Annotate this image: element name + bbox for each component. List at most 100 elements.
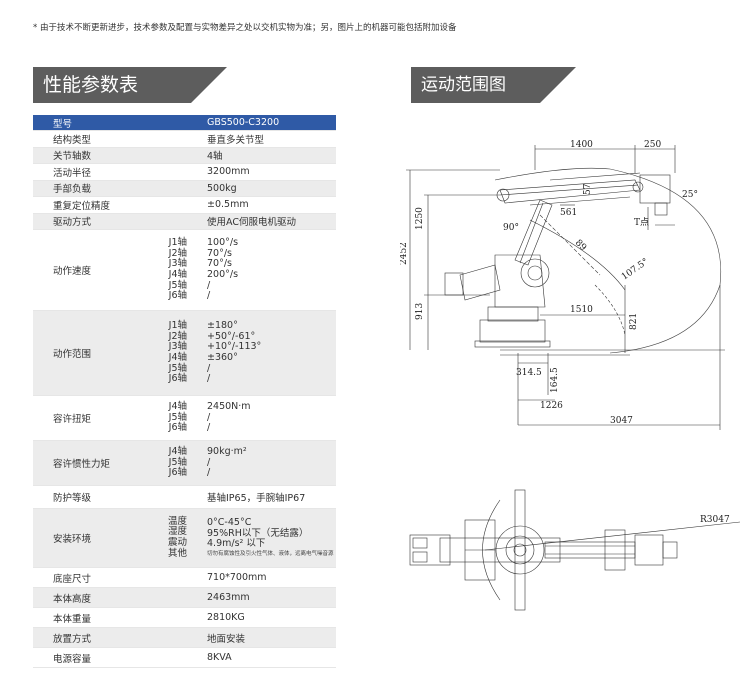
- axis-value: ±360°: [207, 352, 238, 363]
- dim-89: 89: [573, 238, 588, 253]
- spec-label: 安装环境: [33, 508, 127, 568]
- spec-label: 底座尺寸: [53, 573, 92, 585]
- table-row: 重复定位精度 ±0.5mm: [33, 197, 336, 213]
- spec-value: 垂直多关节型: [207, 134, 265, 146]
- env-key: 温度: [167, 515, 187, 527]
- spec-value: 500kg: [207, 180, 336, 197]
- table-row: 关节轴数 4轴: [33, 147, 336, 164]
- axis-value: /: [207, 422, 211, 434]
- spec-label: 型号: [33, 115, 207, 131]
- axis-label: J2轴: [168, 247, 187, 259]
- spec-value: ±0.5mm: [207, 199, 249, 211]
- dim-25deg: 25°: [682, 190, 698, 200]
- dim-1250: 1250: [415, 207, 425, 230]
- axis-value: /: [207, 411, 211, 423]
- table-row: 容许惯性力矩 J4轴 J5轴 J6轴 90kg·m² / /: [33, 440, 336, 486]
- dim-3047: 3047: [610, 416, 633, 426]
- spec-label: 重复定位精度: [53, 200, 111, 212]
- axis-value: 200°/s: [207, 269, 239, 280]
- spec-label: 容许惯性力矩: [33, 440, 127, 486]
- spec-value: 2463mm: [207, 587, 336, 608]
- dim-1226: 1226: [540, 401, 563, 411]
- table-row: 型号 GBS500-C3200: [33, 115, 336, 131]
- spec-values: 90kg·m² / /: [207, 440, 336, 486]
- spec-section-banner: 性能参数表: [33, 67, 227, 103]
- dim-r3047: R3047: [700, 515, 730, 525]
- tpoint-label: T点: [634, 217, 649, 228]
- axis-label: J4轴: [168, 352, 187, 363]
- table-row: 驱动方式 使用AC伺服电机驱动: [33, 213, 336, 230]
- spec-value: 地面安装: [207, 627, 336, 648]
- spec-value: GBS500-C3200: [207, 115, 336, 131]
- axis-label: J6轴: [168, 467, 187, 479]
- spec-label: 容许扭矩: [53, 414, 92, 425]
- axis-value: /: [207, 456, 211, 468]
- spec-axes: J4轴 J5轴 J6轴: [127, 440, 207, 486]
- axis-label: J4轴: [168, 446, 187, 458]
- table-row: 活动半径 3200mm: [33, 164, 336, 180]
- table-row: 放置方式 地面安装: [33, 627, 336, 648]
- spec-axes: J1轴 J2轴 J3轴 J4轴 J5轴 J6轴: [127, 310, 207, 396]
- table-row: 动作速度 J1轴 J2轴 J3轴 J4轴 J5轴 J6轴 100°/s 70°/…: [33, 230, 336, 311]
- disclaimer-note: * 由于技术不断更新进步，技术参数及配置与实物差异之处以交机实物为准；另，图片上…: [33, 23, 457, 33]
- spec-label: 关节轴数: [33, 147, 207, 164]
- spec-value: 基轴IP65，手腕轴IP67: [207, 493, 306, 504]
- side-view-range-diagram: 1400 250 25° 57 561 T点 1250 2452 90° 89 …: [400, 140, 725, 430]
- env-value: 95%RH以下（无结露）: [207, 527, 309, 539]
- spec-axes: 温度 湿度 震动 其他: [127, 508, 207, 568]
- spec-values: 2450N·m / /: [207, 396, 336, 441]
- axis-label: J1轴: [168, 237, 187, 249]
- axis-label: J1轴: [168, 320, 187, 332]
- spec-label: 活动半径: [53, 167, 92, 179]
- spec-section-title: 性能参数表: [43, 74, 139, 96]
- dim-3145: 314.5: [516, 368, 542, 378]
- spec-label: 动作范围: [33, 310, 127, 396]
- spec-label: 电源容量: [53, 653, 92, 665]
- axis-value: /: [207, 290, 211, 302]
- env-other-value: 切勿有腐蚀性及引火性气体、液体，远离电气噪音源: [207, 550, 334, 557]
- dim-57: 57: [583, 183, 593, 195]
- env-value: 4.9m/s² 以下: [207, 538, 266, 550]
- axis-value: /: [207, 467, 211, 479]
- axis-value: 70°/s: [207, 258, 232, 270]
- spec-label: 防护等级: [53, 493, 92, 504]
- axis-label: J2轴: [168, 330, 187, 342]
- spec-value: 8KVA: [207, 652, 232, 663]
- spec-label: 驱动方式: [33, 213, 207, 230]
- table-row: 容许扭矩 J4轴 J5轴 J6轴 2450N·m / /: [33, 396, 336, 441]
- axis-label: J6轴: [168, 422, 187, 434]
- spec-values: ±180° +50°/-61° +10°/-113° ±360° / /: [207, 310, 336, 396]
- axis-value: 90kg·m²: [207, 446, 247, 458]
- range-section-banner: 运动范围图: [411, 67, 576, 103]
- spec-axes: J4轴 J5轴 J6轴: [127, 396, 207, 441]
- spec-label: 本体高度: [33, 587, 207, 608]
- dim-561: 561: [560, 208, 577, 218]
- axis-label: J4轴: [168, 269, 187, 280]
- env-key: 其他: [167, 547, 187, 559]
- table-row: 电源容量 8KVA: [33, 648, 336, 668]
- dim-1075deg: 107.5°: [620, 257, 651, 283]
- env-value: 0°C-45°C: [207, 517, 252, 529]
- axis-value: /: [207, 373, 211, 385]
- spec-table: 型号 GBS500-C3200 结构类型 垂直多关节型 关节轴数 4轴 活动半径…: [33, 115, 336, 668]
- spec-label: 放置方式: [33, 627, 207, 648]
- axis-value: +10°/-113°: [207, 341, 262, 353]
- axis-value: 70°/s: [207, 247, 232, 259]
- table-row: 动作范围 J1轴 J2轴 J3轴 J4轴 J5轴 J6轴 ±180° +50°/…: [33, 310, 336, 396]
- axis-value: ±180°: [207, 320, 238, 332]
- table-row: 结构类型 垂直多关节型: [33, 131, 336, 147]
- table-row: 底座尺寸 710*700mm: [33, 568, 336, 588]
- spec-label: 本体重量: [53, 613, 92, 625]
- table-row: 防护等级 基轴IP65，手腕轴IP67: [33, 486, 336, 509]
- axis-label: J5轴: [168, 279, 187, 291]
- spec-axes: J1轴 J2轴 J3轴 J4轴 J5轴 J6轴: [127, 230, 207, 311]
- env-key: 震动: [167, 537, 187, 548]
- axis-label: J3轴: [168, 258, 187, 270]
- axis-value: /: [207, 362, 211, 374]
- spec-label: 手部负载: [33, 180, 207, 197]
- axis-label: J4轴: [168, 401, 187, 413]
- table-row: 手部负载 500kg: [33, 180, 336, 197]
- dim-913: 913: [415, 303, 425, 320]
- spec-values: 0°C-45°C 95%RH以下（无结露） 4.9m/s² 以下 切勿有腐蚀性及…: [207, 508, 336, 568]
- top-view-range-diagram: R3047: [409, 489, 741, 611]
